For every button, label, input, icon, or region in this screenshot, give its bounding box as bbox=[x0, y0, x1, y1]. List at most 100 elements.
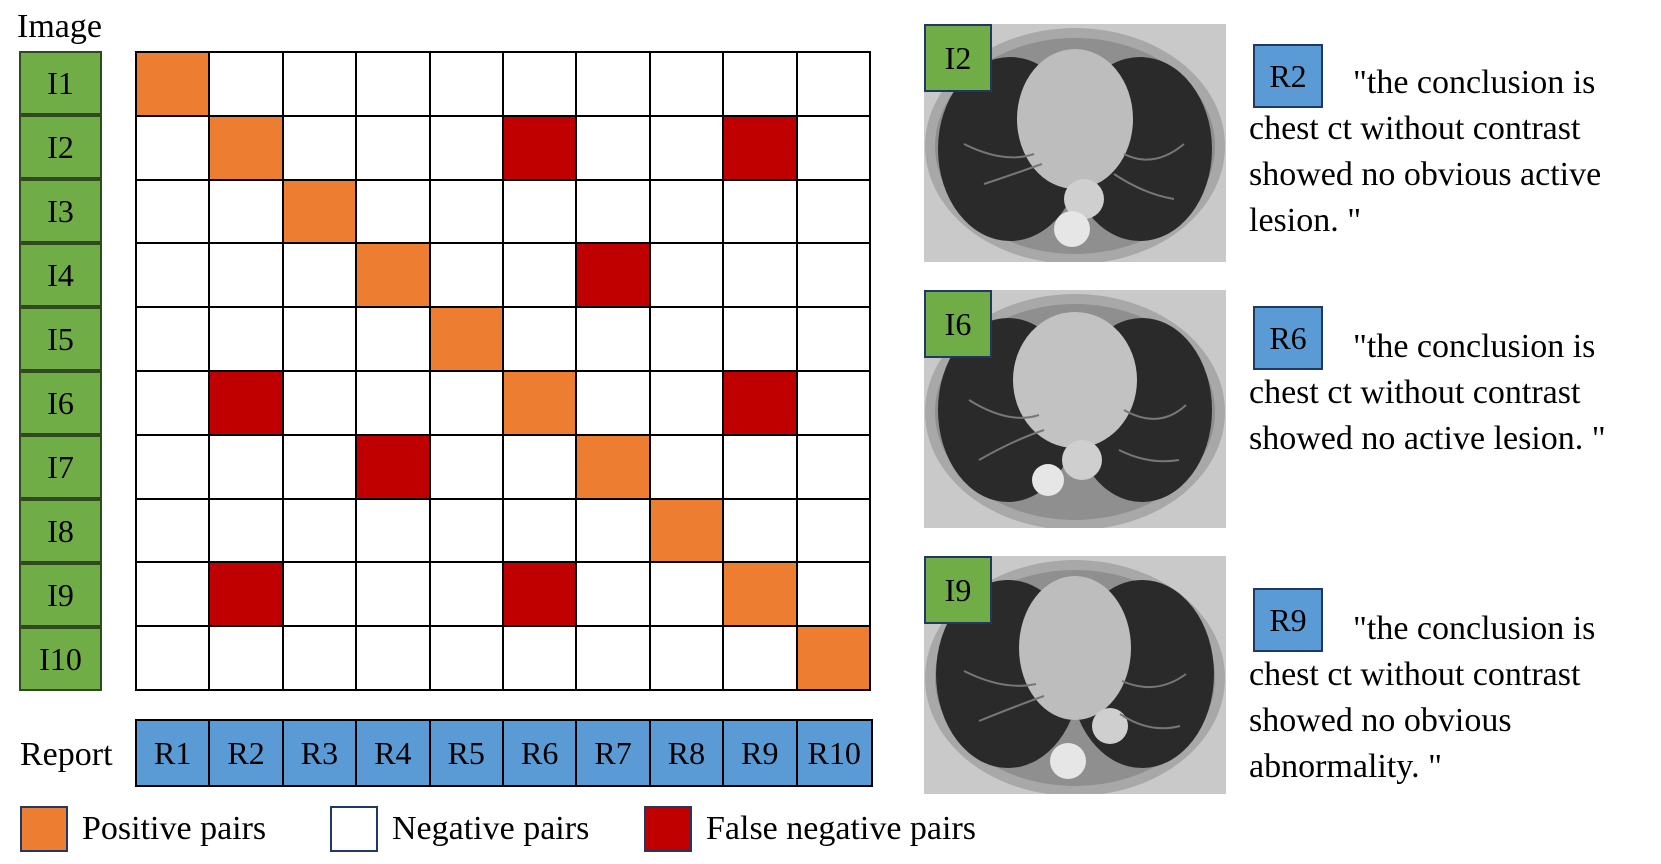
negative-pair-cell bbox=[134, 497, 211, 564]
negative-pair-cell bbox=[355, 497, 431, 564]
positive-pair-cell bbox=[501, 369, 578, 436]
matrix-row bbox=[134, 625, 871, 691]
negative-pair-cell bbox=[134, 306, 211, 372]
negative-pair-cell bbox=[648, 51, 725, 117]
legend-false-negative: False negative pairs bbox=[644, 804, 976, 854]
matrix-row bbox=[134, 369, 871, 436]
negative-pair-cell bbox=[208, 433, 284, 500]
negative-pair-cell bbox=[795, 178, 871, 245]
report-row: R1 R2 R3 R4 R5 R6 R7 R8 R9 R10 bbox=[135, 719, 873, 787]
matrix-row bbox=[134, 114, 871, 181]
negative-pair-cell bbox=[501, 51, 578, 117]
image-label-i9: I9 bbox=[19, 563, 102, 627]
legend-false-negative-label: False negative pairs bbox=[706, 810, 977, 847]
report-label-r8: R8 bbox=[650, 721, 725, 785]
negative-pair-cell bbox=[648, 561, 725, 628]
negative-pair-cell bbox=[281, 306, 358, 372]
image-label-i2: I2 bbox=[19, 115, 102, 179]
legend-positive: Positive pairs bbox=[20, 804, 266, 854]
negative-pair-cell bbox=[648, 178, 725, 245]
example-1-image-tag: I2 bbox=[924, 24, 992, 92]
false-negative-pair-cell bbox=[501, 561, 578, 628]
image-label-i10: I10 bbox=[19, 627, 102, 691]
negative-pair-cell bbox=[428, 242, 504, 309]
negative-pair-cell bbox=[795, 306, 871, 372]
false-negative-pair-cell bbox=[722, 114, 798, 181]
legend-negative: Negative pairs bbox=[330, 804, 589, 854]
matrix-row bbox=[134, 178, 871, 245]
negative-pair-cell bbox=[355, 51, 431, 117]
negative-pair-cell bbox=[648, 625, 725, 691]
negative-pair-cell bbox=[428, 114, 504, 181]
negative-pair-cell bbox=[501, 178, 578, 245]
negative-pair-cell bbox=[281, 625, 358, 691]
negative-pair-cell bbox=[795, 561, 871, 628]
negative-pair-cell bbox=[281, 242, 358, 309]
negative-pair-cell bbox=[134, 369, 211, 436]
positive-pair-cell bbox=[134, 51, 211, 117]
report-label-r6: R6 bbox=[503, 721, 578, 785]
negative-pair-cell bbox=[722, 242, 798, 309]
negative-pair-cell bbox=[722, 625, 798, 691]
positive-swatch bbox=[20, 806, 68, 852]
legend-positive-label: Positive pairs bbox=[82, 810, 267, 847]
negative-pair-cell bbox=[795, 369, 871, 436]
negative-pair-cell bbox=[575, 51, 651, 117]
negative-pair-cell bbox=[134, 242, 211, 309]
negative-pair-cell bbox=[722, 306, 798, 372]
negative-pair-cell bbox=[428, 497, 504, 564]
negative-pair-cell bbox=[428, 433, 504, 500]
negative-pair-cell bbox=[281, 369, 358, 436]
ct-scan-image-3 bbox=[924, 556, 1226, 794]
example-1-report-text: "the conclusion is chest ct without cont… bbox=[1249, 64, 1602, 239]
example-2-image-tag: I6 bbox=[924, 290, 992, 358]
image-label-i1: I1 bbox=[19, 51, 102, 115]
positive-pair-cell bbox=[281, 178, 358, 245]
negative-pair-cell bbox=[134, 561, 211, 628]
negative-pair-cell bbox=[281, 497, 358, 564]
positive-pair-cell bbox=[648, 497, 725, 564]
negative-pair-cell bbox=[575, 178, 651, 245]
image-label-i3: I3 bbox=[19, 179, 102, 243]
ct-scan-image-1 bbox=[924, 24, 1226, 262]
negative-pair-cell bbox=[208, 178, 284, 245]
negative-pair-cell bbox=[428, 51, 504, 117]
negative-pair-cell bbox=[501, 242, 578, 309]
negative-pair-cell bbox=[281, 51, 358, 117]
negative-pair-cell bbox=[501, 625, 578, 691]
negative-pair-cell bbox=[648, 242, 725, 309]
report-axis-label: Report bbox=[20, 736, 113, 773]
example-3-report-tag: R9 bbox=[1253, 588, 1323, 652]
negative-pair-cell bbox=[648, 114, 725, 181]
false-negative-pair-cell bbox=[355, 433, 431, 500]
negative-pair-cell bbox=[208, 51, 284, 117]
false-negative-swatch bbox=[644, 806, 692, 852]
similarity-matrix bbox=[134, 51, 871, 691]
matrix-row bbox=[134, 242, 871, 309]
negative-pair-cell bbox=[648, 433, 725, 500]
positive-pair-cell bbox=[795, 625, 871, 691]
image-label-i4: I4 bbox=[19, 243, 102, 307]
negative-pair-cell bbox=[501, 433, 578, 500]
negative-pair-cell bbox=[722, 51, 798, 117]
negative-pair-cell bbox=[208, 497, 284, 564]
negative-pair-cell bbox=[281, 433, 358, 500]
report-label-r9: R9 bbox=[724, 721, 798, 785]
report-label-r7: R7 bbox=[577, 721, 651, 785]
negative-pair-cell bbox=[795, 51, 871, 117]
example-3-report-text: "the conclusion is chest ct without cont… bbox=[1249, 610, 1596, 785]
negative-pair-cell bbox=[428, 178, 504, 245]
negative-pair-cell bbox=[722, 178, 798, 245]
report-label-r3: R3 bbox=[283, 721, 358, 785]
positive-pair-cell bbox=[575, 433, 651, 500]
matrix-row bbox=[134, 433, 871, 500]
negative-pair-cell bbox=[134, 625, 211, 691]
negative-pair-cell bbox=[795, 497, 871, 564]
false-negative-pair-cell bbox=[208, 369, 284, 436]
negative-pair-cell bbox=[355, 306, 431, 372]
example-1-report-tag: R2 bbox=[1253, 44, 1323, 108]
false-negative-pair-cell bbox=[722, 369, 798, 436]
negative-pair-cell bbox=[428, 369, 504, 436]
negative-pair-cell bbox=[428, 625, 504, 691]
report-label-r5: R5 bbox=[430, 721, 504, 785]
